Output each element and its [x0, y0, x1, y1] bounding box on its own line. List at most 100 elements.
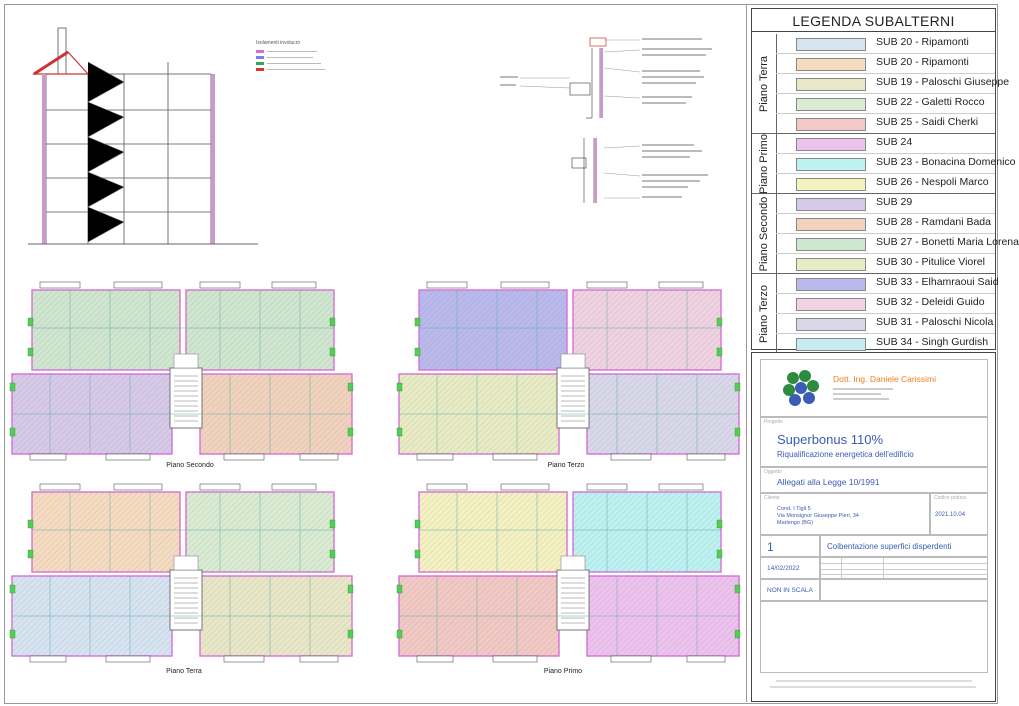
client-caption: Cliente — [764, 495, 780, 501]
legend-group-label-text: Piano Terra — [758, 55, 770, 112]
legend-row: SUB 26 - Nespoli Marco — [776, 174, 995, 193]
legend-title: LEGENDA SUBALTERNI — [752, 11, 995, 32]
legend-row-label: SUB 31 - Paloschi Nicola — [876, 316, 994, 328]
tb-object: Oggetto Allegati alla Legge 10/1991 — [760, 467, 988, 493]
tb-table-number: 1 — [760, 535, 820, 557]
tb-scale-blank — [820, 579, 988, 601]
legend-row: SUB 33 - Elhamraoui Said — [776, 274, 999, 294]
legend-row: SUB 20 - Ripamonti — [776, 54, 995, 74]
legend-swatch — [796, 318, 866, 331]
date-value: 14/02/2022 — [767, 565, 800, 572]
legend-row-label: SUB 20 - Ripamonti — [876, 56, 969, 68]
tb-client: Cliente Cond. I Tigli 5 Via Monsignor Gi… — [760, 493, 930, 535]
object-caption: Oggetto — [764, 469, 782, 475]
plan-piano-secondo — [9, 281, 354, 461]
legend-row-label: SUB 33 - Elhamraoui Said — [876, 276, 999, 288]
legend-swatch — [796, 198, 866, 211]
legend-group-label: Piano Terzo — [752, 274, 777, 353]
plan-piano-terra — [9, 483, 354, 663]
table-number: 1 — [767, 540, 774, 554]
construction-detail-drawing — [500, 37, 712, 203]
legend-row-label: SUB 26 - Nespoli Marco — [876, 176, 989, 188]
legend-row: SUB 22 - Galetti Rocco — [776, 94, 995, 114]
legend-swatch — [796, 38, 866, 51]
legend-row: SUB 29 — [776, 194, 995, 214]
legend-row: SUB 23 - Bonacina Domenico — [776, 154, 1016, 174]
project-caption: Progetto — [764, 419, 783, 425]
legend-row: SUB 27 - Bonetti Maria Lorena — [776, 234, 1019, 254]
legend-row-label: SUB 34 - Singh Gurdish — [876, 336, 989, 348]
legend-group-label: Piano Primo — [752, 134, 777, 193]
legend-row: SUB 24 — [776, 134, 995, 154]
tb-footer-line — [776, 680, 972, 682]
legend-swatch — [796, 98, 866, 111]
section-legend-title: Isolamenti involucro — [256, 40, 301, 46]
client-line-1: Cond. I Tigli 5 — [777, 506, 811, 512]
legend-group-label-text: Piano Primo — [758, 133, 770, 194]
legend-swatch — [796, 258, 866, 271]
legend-row-label: SUB 22 - Galetti Rocco — [876, 96, 985, 108]
tb-scale: NON IN SCALA — [760, 579, 820, 601]
legend-row-label: SUB 20 - Ripamonti — [876, 36, 969, 48]
legend-row: SUB 31 - Paloschi Nicola — [776, 314, 995, 334]
project-title: Superbonus 110% — [777, 432, 884, 447]
sheet-frame — [4, 4, 998, 704]
tb-footer-line — [770, 686, 976, 688]
tb-notes — [760, 601, 988, 673]
plan-label-piano-terra: Piano Terra — [166, 668, 202, 675]
legend-group-label: Piano Terra — [752, 34, 777, 133]
tb-date: 14/02/2022 — [760, 557, 820, 579]
legend-subalterni: LEGENDA SUBALTERNI Piano Terra SUB 20 - R… — [751, 8, 1019, 354]
frame-divider — [746, 4, 747, 702]
plan-label-piano-terzo: Piano Terzo — [547, 462, 585, 469]
company-name: Dott. Ing. Daniele Carissimi — [833, 374, 936, 384]
legend-group: Piano Secondo SUB 29 SUB 28 - Ramdani Bada… — [752, 194, 1019, 274]
legend-row: SUB 20 - Ripamonti — [776, 34, 995, 54]
legend-swatch — [796, 298, 866, 311]
legend-row-label: SUB 30 - Pitulice Viorel — [876, 256, 985, 268]
legend-group-label: Piano Secondo — [752, 194, 777, 273]
title-block: Dott. Ing. Daniele Carissimi Progetto Su… — [751, 352, 996, 702]
legend-row-label: SUB 24 — [876, 136, 913, 148]
legend-swatch — [796, 278, 866, 291]
legend-swatch — [796, 78, 866, 91]
scale-value: NON IN SCALA — [767, 587, 813, 594]
legend-row: SUB 28 - Ramdani Bada — [776, 214, 995, 234]
company-logo-icon — [783, 370, 819, 406]
client-line-3: Marlengo (BG) — [777, 520, 814, 526]
legend-swatch — [796, 218, 866, 231]
section-legend — [256, 46, 336, 72]
building-section-drawing — [28, 27, 258, 245]
project-subtitle: Riqualificazione energetica dell'edifici… — [777, 450, 914, 459]
legend-swatch — [796, 138, 866, 151]
legend-row-label: SUB 29 — [876, 196, 913, 208]
legend-swatch — [796, 338, 866, 351]
code-value: 2021.10.04 — [935, 512, 966, 518]
legend-group: Piano Primo SUB 24 SUB 23 - Bonacina Domen… — [752, 134, 1016, 194]
table-title: Coibentazione superfici disperdenti — [827, 542, 952, 551]
legend-swatch — [796, 158, 866, 171]
plan-piano-terzo — [396, 281, 741, 461]
plan-label-piano-secondo: Piano Secondo — [166, 462, 214, 469]
legend-row: SUB 25 - Saidi Cherki — [776, 114, 995, 133]
floor-plans — [9, 281, 741, 663]
plan-piano-primo — [396, 483, 741, 663]
object-value: Allegati alla Legge 10/1991 — [777, 477, 880, 487]
legend-row: SUB 30 - Pitulice Viorel — [776, 254, 995, 273]
tb-table-title: Coibentazione superfici disperdenti — [820, 535, 988, 557]
legend-group-label-text: Piano Secondo — [758, 196, 770, 271]
legend-swatch — [796, 118, 866, 131]
legend-row: SUB 34 - Singh Gurdish — [776, 334, 995, 353]
code-caption: Codice pratica — [934, 495, 966, 501]
tb-project: Progetto Superbonus 110% Riqualificazion… — [760, 417, 988, 467]
legend-row-label: SUB 32 - Deleidi Guido — [876, 296, 985, 308]
legend-row-label: SUB 23 - Bonacina Domenico — [876, 156, 1016, 168]
legend-row-label: SUB 19 - Paloschi Giuseppe — [876, 76, 1010, 88]
plan-label-piano-primo: Piano Primo — [543, 668, 583, 675]
tb-code: Codice pratica 2021.10.04 — [930, 493, 988, 535]
legend-swatch — [796, 178, 866, 191]
